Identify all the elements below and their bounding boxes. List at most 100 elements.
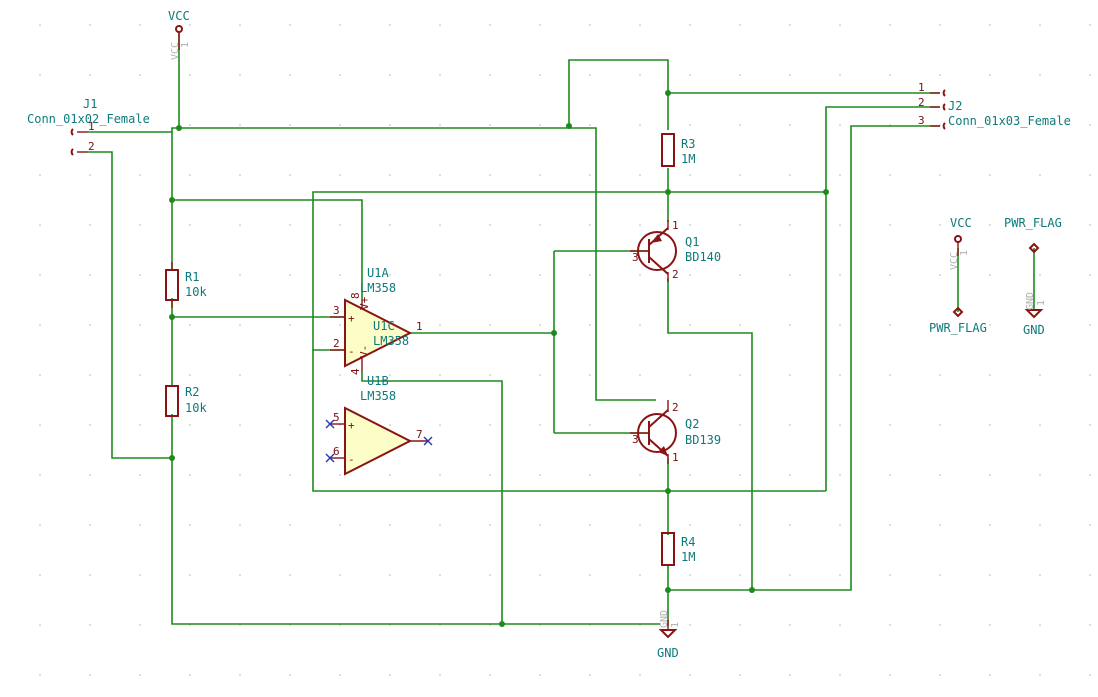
vcc-symbol[interactable]: VCC VCC 1 (168, 9, 191, 60)
pwr-flag-left[interactable]: PWR_FLAG (929, 306, 987, 335)
u1c-pin-8: 8 (349, 292, 362, 299)
pwr-flag-right[interactable]: PWR_FLAG (1004, 216, 1062, 254)
gnd-right-hidden-pin: 1 (1036, 300, 1047, 306)
u1c-pin-4: 4 (349, 368, 362, 375)
gnd-symbol[interactable]: GND GND 1 (657, 610, 681, 660)
vcc-right-hidden-label: VCC (949, 252, 960, 270)
transistor-q2[interactable]: 2 1 3 Q2 BD139 (630, 400, 721, 464)
junction-dot (169, 197, 175, 203)
junction-dot (176, 125, 182, 131)
vcc-symbol-right[interactable]: VCC VCC 1 (949, 216, 972, 270)
opamp-u1a[interactable]: + - 3 2 1 U1A LM358 U1C LM358 V+ V- 8 4 (330, 266, 423, 375)
j1-socket-1 (70, 128, 74, 136)
j2-socket-2 (942, 103, 946, 111)
gnd-label: GND (657, 646, 679, 660)
j1-socket-2 (70, 148, 74, 156)
u1c-vplus: V+ (358, 296, 371, 310)
r1-value: 10k (185, 285, 207, 299)
j2-socket-1 (942, 89, 946, 97)
gnd-symbol-right[interactable]: GND GND 1 (1023, 292, 1047, 337)
u1b-ref: U1B (367, 374, 389, 388)
q1-ref: Q1 (685, 235, 699, 249)
u1b-pin-5: 5 (333, 411, 340, 424)
transistor-q1[interactable]: 1 2 3 Q1 BD140 (630, 219, 721, 282)
junction-dot (665, 189, 671, 195)
q1-value: BD140 (685, 250, 721, 264)
junction-dot (823, 189, 829, 195)
pwr-flag-left-label: PWR_FLAG (929, 321, 987, 335)
q1-pin-1: 1 (672, 219, 679, 232)
gnd-right-hidden-label: GND (1025, 292, 1036, 310)
r2-ref: R2 (185, 385, 199, 399)
u1a-pin-2: 2 (333, 337, 340, 350)
junction-dot (499, 621, 505, 627)
u1b-pin-7: 7 (416, 428, 423, 441)
junctions (169, 90, 829, 627)
grid-dots (39, 24, 1091, 676)
u1b-minus: - (348, 453, 355, 466)
junction-dot (749, 587, 755, 593)
u1a-ref: U1A (367, 266, 389, 280)
u1c-value: LM358 (373, 334, 409, 348)
j2-socket-3 (942, 122, 946, 130)
gnd-hidden-label: GND (659, 610, 670, 628)
connector-j1[interactable]: J1 Conn_01x02_Female 1 2 (27, 97, 150, 156)
j2-pin-3: 3 (918, 114, 925, 127)
vcc-hidden-label: VCC (170, 42, 181, 60)
wires (88, 32, 1035, 626)
q2-ref: Q2 (685, 417, 699, 431)
junction-dot (169, 455, 175, 461)
j1-pin-1: 1 (88, 120, 95, 133)
u1b-pin-6: 6 (333, 445, 340, 458)
u1c-ref: U1C (373, 319, 395, 333)
gnd-right-label: GND (1023, 323, 1045, 337)
junction-dot (566, 123, 572, 129)
u1b-plus: + (348, 419, 355, 432)
u1a-pin-1: 1 (416, 320, 423, 333)
r1-ref: R1 (185, 270, 199, 284)
no-connect-icon (325, 419, 335, 429)
resistor-r4[interactable]: R4 1M (661, 532, 695, 566)
j2-value: Conn_01x03_Female (948, 114, 1071, 128)
vcc-hidden-pin: 1 (180, 42, 191, 48)
u1a-pin-3: 3 (333, 304, 340, 317)
vcc-label: VCC (168, 9, 190, 23)
q1-pin-3: 3 (632, 251, 639, 264)
u1a-plus: + (348, 312, 355, 325)
resistor-r1[interactable]: R1 10k (165, 262, 207, 308)
vcc-right-label: VCC (950, 216, 972, 230)
q2-pin-2: 2 (672, 401, 679, 414)
j1-pin-2: 2 (88, 140, 95, 153)
u1b-value: LM358 (360, 389, 396, 403)
u1a-value: LM358 (360, 281, 396, 295)
connector-j2[interactable]: 1 2 3 J2 Conn_01x03_Female (918, 81, 1071, 130)
q2-pin-3: 3 (632, 433, 639, 446)
j1-value: Conn_01x02_Female (27, 112, 150, 126)
opamp-u1b[interactable]: U1B LM358 + - 5 6 7 (325, 374, 433, 476)
u1c-vminus: V- (358, 345, 371, 358)
junction-dot (665, 90, 671, 96)
q2-pin-1: 1 (672, 451, 679, 464)
r4-ref: R4 (681, 535, 695, 549)
q1-pin-2: 2 (672, 268, 679, 281)
pwr-flag-right-label: PWR_FLAG (1004, 216, 1062, 230)
q2-value: BD139 (685, 433, 721, 447)
r3-ref: R3 (681, 137, 695, 151)
resistor-r3[interactable]: R3 1M (661, 133, 695, 167)
j2-pin-2: 2 (918, 96, 925, 109)
no-connect-icon (325, 453, 335, 463)
r2-value: 10k (185, 401, 207, 415)
junction-dot (665, 488, 671, 494)
j1-ref: J1 (83, 97, 97, 111)
j2-pin-1: 1 (918, 81, 925, 94)
junction-dot (551, 330, 557, 336)
u1a-minus: - (348, 345, 355, 358)
no-connect-icon (423, 436, 433, 446)
gnd-hidden-pin: 1 (670, 622, 681, 628)
junction-dot (169, 314, 175, 320)
vcc-right-hidden-pin: 1 (959, 250, 970, 256)
r4-value: 1M (681, 550, 695, 564)
resistor-r2[interactable]: R2 10k (165, 385, 207, 417)
junction-dot (665, 587, 671, 593)
